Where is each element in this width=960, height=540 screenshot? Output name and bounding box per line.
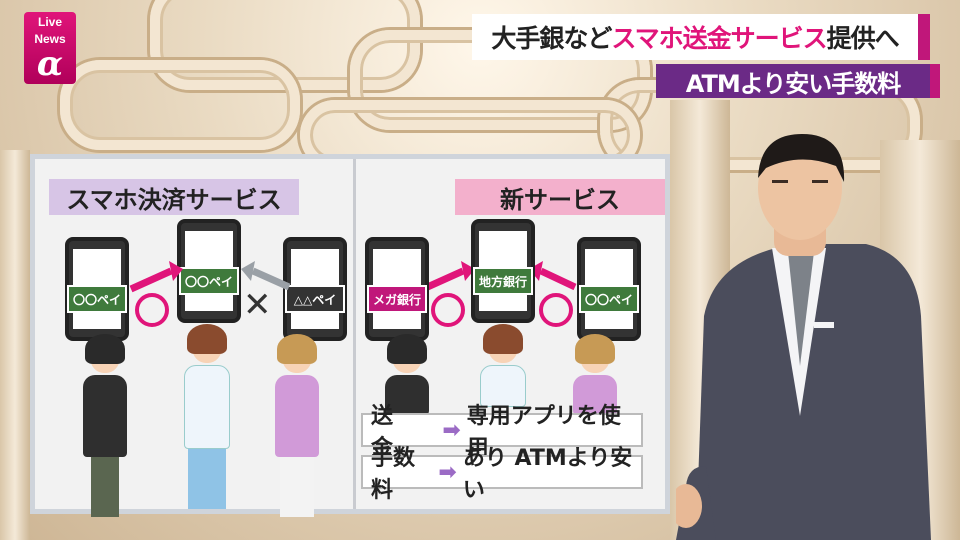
person-illustration (271, 334, 323, 517)
studio-pillar (0, 150, 30, 540)
ok-circle-icon (135, 293, 169, 327)
ok-circle-icon (431, 293, 465, 327)
person-illustration (381, 334, 433, 415)
news-anchor-figure (676, 134, 931, 540)
arrow-icon (129, 267, 173, 293)
arrow-icon (539, 267, 577, 291)
logo-line1: Live (37, 15, 62, 29)
studio-ring-decor (60, 60, 300, 150)
phone-device: 〇〇ペイ (65, 237, 129, 341)
left-panel-title: スマホ決済サービス (49, 179, 299, 215)
arrow-icon (169, 261, 183, 281)
right-arrow-icon: ➡ (442, 417, 461, 443)
arrow-icon (461, 261, 475, 281)
logo-line2: News (34, 32, 66, 46)
right-panel-title: 新サービス (455, 179, 665, 215)
channel-logo: Live News α (24, 12, 76, 84)
person-illustration (477, 324, 529, 407)
headline-prefix: 大手銀など (491, 24, 612, 53)
person-illustration (569, 334, 621, 415)
arrow-icon (421, 267, 465, 293)
info-row-fee: 手数料 ➡ あり ATMより安い (361, 446, 643, 503)
info-row-label: 送 金 (371, 404, 416, 461)
phone-label: メガ銀行 (367, 285, 427, 313)
info-row-value: 専用アプリを使用 (466, 404, 621, 461)
arrow-icon (241, 261, 255, 281)
info-row-label: 手数料 (371, 446, 416, 503)
headline-highlight: スマホ送金サービス (611, 24, 827, 53)
info-row-transfer: 送 金 ➡ 専用アプリを使用 (361, 404, 643, 461)
person-illustration (79, 334, 131, 517)
phone-label: 地方銀行 (473, 267, 533, 295)
phone-device: メガ銀行 (365, 237, 429, 341)
board-divider (353, 159, 356, 509)
headline-suffix: 提供へ (826, 24, 900, 53)
info-row-value: あり ATMより安い (462, 446, 633, 503)
phone-label: 〇〇ペイ (179, 267, 239, 295)
arrow-icon (529, 261, 543, 281)
right-arrow-icon: ➡ (438, 459, 457, 485)
board-arrows (129, 261, 577, 293)
person-illustration (181, 324, 233, 509)
phone-device: △△ペイ (283, 237, 347, 341)
phone-device: 〇〇ペイ (177, 219, 241, 323)
logo-mark: α (36, 44, 64, 84)
cross-icon: ✕ (243, 285, 272, 325)
phone-label: 〇〇ペイ (67, 285, 127, 313)
phone-label: △△ペイ (285, 285, 345, 313)
subheadline-caption: ATMより安い手数料 (656, 64, 940, 98)
headline-caption: 大手銀などスマホ送金サービス提供へ (472, 14, 930, 60)
ok-circle-icon (539, 293, 573, 327)
arrow-icon (251, 267, 291, 291)
phone-device: 〇〇ペイ (577, 237, 641, 341)
explainer-board: スマホ決済サービス 新サービス 〇〇ペイ 〇〇ペイ △△ペイ ✕ メガ銀行 地方… (30, 154, 670, 517)
phone-label: 〇〇ペイ (579, 285, 639, 313)
phone-device: 地方銀行 (471, 219, 535, 323)
